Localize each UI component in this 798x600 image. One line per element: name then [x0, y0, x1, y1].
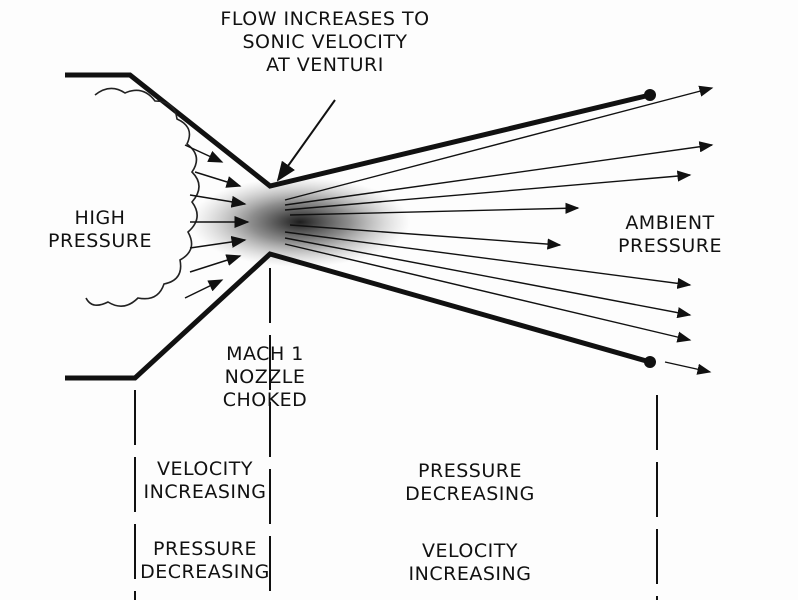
annotation-line: AT VENTURI: [266, 54, 384, 76]
label-line: PRESSURE: [618, 235, 722, 257]
venturi-pointer-arrow: [276, 99, 336, 182]
nozzle-upper-wall: [65, 72, 651, 189]
converging-velocity-label: VELOCITY INCREASING: [130, 458, 280, 504]
label-line: PRESSURE: [48, 230, 152, 252]
label-line: CHOKED: [222, 389, 308, 411]
label-line: INCREASING: [408, 563, 532, 585]
diverging-velocity-label: VELOCITY INCREASING: [385, 540, 555, 586]
annotation-line: FLOW INCREASES TO: [220, 8, 430, 30]
high-pressure-cloud: [85, 87, 200, 307]
lower-wall-end-dot: [644, 356, 656, 368]
ambient-pressure-label: AMBIENT PRESSURE: [590, 212, 750, 258]
label-line: PRESSURE: [153, 538, 257, 560]
label-line: VELOCITY: [157, 458, 253, 480]
label-line: PRESSURE: [418, 460, 522, 482]
inflow-arrows: [184, 144, 250, 299]
label-line: HIGH: [74, 207, 126, 229]
label-line: DECREASING: [405, 483, 535, 505]
label-line: NOZZLE: [224, 366, 306, 388]
annotation-line: SONIC VELOCITY: [242, 31, 408, 53]
label-line: DECREASING: [140, 561, 270, 583]
venturi-annotation: FLOW INCREASES TO SONIC VELOCITY AT VENT…: [195, 8, 455, 77]
throat-label: MACH 1 NOZZLE CHOKED: [200, 343, 330, 412]
high-pressure-label: HIGH PRESSURE: [20, 207, 180, 253]
outflow-arrows: [284, 85, 714, 375]
upper-wall-end-dot: [644, 89, 656, 101]
label-line: INCREASING: [143, 481, 267, 503]
label-line: VELOCITY: [422, 540, 518, 562]
label-line: AMBIENT: [625, 212, 715, 234]
section-dividers: [134, 268, 658, 600]
diverging-pressure-label: PRESSURE DECREASING: [385, 460, 555, 506]
label-line: MACH 1: [226, 343, 304, 365]
nozzle-lower-wall: [65, 251, 651, 381]
converging-pressure-label: PRESSURE DECREASING: [130, 538, 280, 584]
